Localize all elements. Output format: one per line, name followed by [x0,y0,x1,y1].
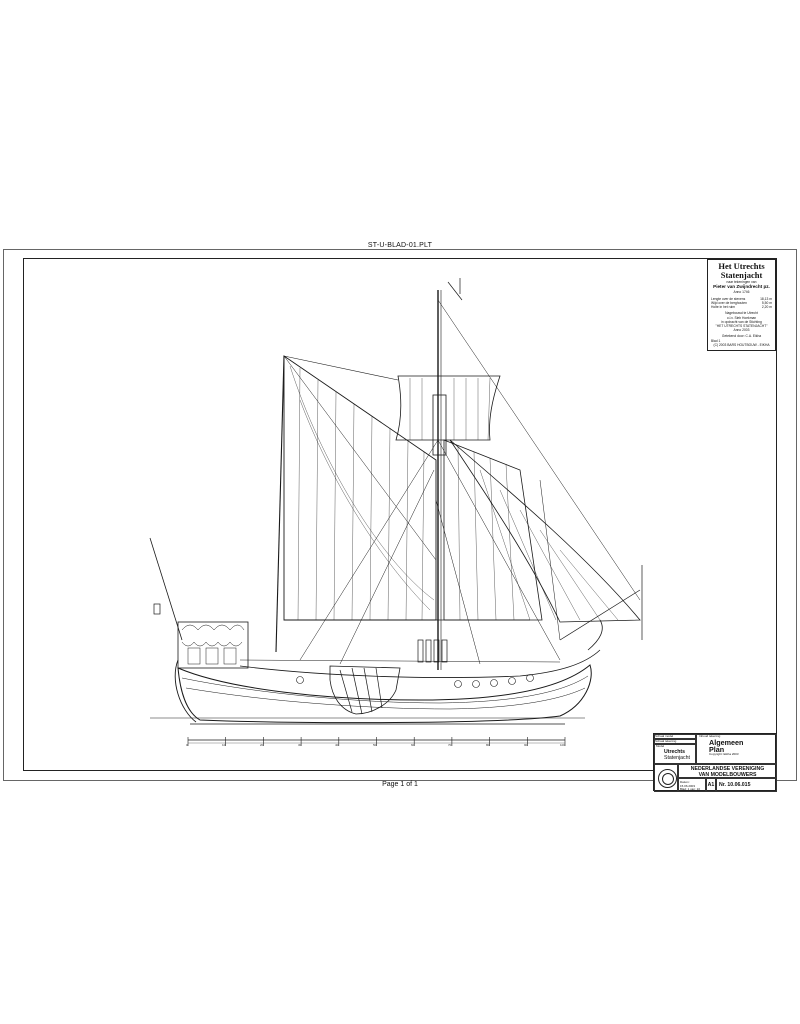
scale-tick-label: 80 [486,743,490,747]
tb-model-name-line2: Statenjacht [664,754,690,761]
tb-emblem-cell [654,764,678,792]
scale-tick-label: 0 [186,743,188,747]
tb-model-name-line1: Utrechts [664,748,686,755]
cartouche-rebuilt-line: o.l.v. Sieb Hoekman [726,315,757,320]
scale-tick-label: 40 [335,743,339,747]
cartouche-rebuilt-line: Anno 2003 [733,328,750,333]
cartouche-title-line1: Het Utrechts [718,261,765,271]
title-cartouche: Het Utrechts Statenjacht naar tekeningen… [707,259,776,351]
scale-tick-label: 10 [222,743,226,747]
scale-tick-label: 50 [373,743,377,747]
cartouche-rebuilt-line: Nagebouwd te Utrecht [725,311,758,316]
scale-tick-label: 30 [298,743,302,747]
tb-society-line2: VAN MODELBOUWERS [698,772,757,778]
cartouche-rebuilt-line: in opdracht van de Stichting [721,319,762,324]
page-count: Page 1 of 1 [382,781,418,788]
scale-tick-label: 70 [448,743,452,747]
plot-filename: ST-U-BLAD-01.PLT [367,242,433,249]
tb-copyright: Copyright: Eikha 2003 [709,752,739,757]
tb-scale-model-label: Schaal model [655,734,674,738]
drawing-sheet-border [3,249,797,781]
tb-sheet-title-line2: Plan [709,745,725,754]
cartouche-spec-row: Wijd over de berghouten 5,50 m [711,301,772,306]
cartouche-spec-row: Holte in het ruim 2,20 m [711,305,772,310]
cartouche-spec-row: Lengte over de stevens 18,13 m [711,296,772,301]
cartouche-rebuilt-line: "HET UTRECHTS STATENJACHT" [715,324,768,329]
tb-scale-drawing-label: Schaal tekening [655,739,677,743]
society-emblem-icon [658,769,677,788]
cartouche-author: Pieter van Zwijndrecht pz. [713,284,770,290]
tb-format: A1 [707,782,715,788]
cartouche-copyright: (C) 2003 BARS HOUTBOUW - EIKHA [713,342,770,347]
society-emblem-inner-icon [661,772,674,785]
tb-society-line1: NEDERLANDSE VERENIGING [690,766,765,772]
cartouche-drawn-by: Getekend door: C.A. Eikha [721,334,762,339]
tb-date: Datum: 15.06.2003 [680,780,696,788]
cartouche-sheet-no: Blad 1 [711,338,721,343]
tb-sheet-label: Inhoud tekening [699,734,721,738]
scale-tick-label: 20 [260,743,264,747]
tb-model-label: Model [656,744,665,748]
title-block: Schaal model Schaal tekening Model Utrec… [653,733,777,792]
tb-sheet-of: Blad: 1 van: 10 [680,787,701,792]
cartouche-title-line2: Statenjacht [720,270,763,280]
cartouche-year: Anno 1746 [733,289,750,294]
tb-number: Nr. 10.06.015 [719,782,751,788]
scale-tick-label: 100 [560,743,566,747]
cartouche-after-drawings: naar tekeningen van [726,280,757,284]
scale-tick-label: 90 [524,743,528,747]
scale-tick-label: 60 [411,743,415,747]
drawing-frame [23,258,777,771]
tb-sheet-title-line1: Algemeen [709,737,744,747]
